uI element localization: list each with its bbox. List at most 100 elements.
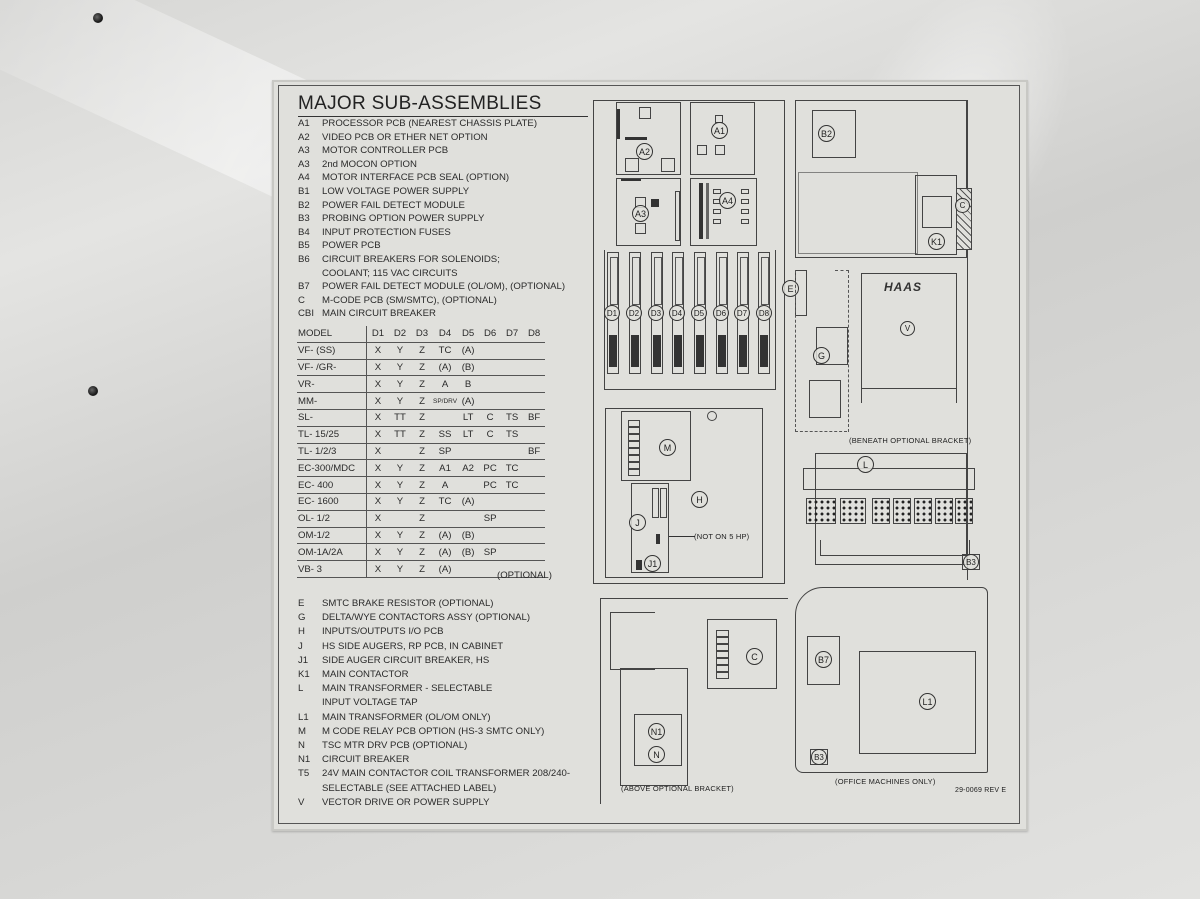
circuit-breaker-block (840, 498, 866, 524)
label-j: J (629, 514, 646, 531)
pcb-a4 (690, 178, 757, 246)
legend-code: K1 (298, 669, 310, 681)
legend-item-continuation: ..COOLANT; 115 VAC CIRCUITS (298, 267, 565, 281)
drive-assignment-cell: Y (389, 527, 411, 545)
drive-assignment-cell: A (433, 375, 458, 394)
drive-assignment-cell: TT (389, 409, 411, 427)
model-name-cell: OL- 1/2 (297, 510, 367, 528)
label-a1: A1 (711, 122, 728, 139)
label-g: G (813, 347, 830, 364)
bottom-left-frame (600, 598, 788, 804)
legend-item: B1 LOW VOLTAGE POWER SUPPLY (298, 185, 565, 199)
legend-code: B1 (298, 185, 310, 197)
legend-code: J1 (298, 654, 309, 666)
legend-code: L (298, 683, 304, 695)
model-name-cell: EC-300/MDC (297, 459, 367, 478)
legend-text: LOW VOLTAGE POWER SUPPLY (322, 185, 470, 197)
legend-code: CBI (298, 308, 314, 320)
transformer-top-bar (803, 468, 975, 490)
drive-assignment-cell: X (366, 543, 389, 562)
label-d7: D7 (734, 305, 750, 321)
caption-above-optional-bracket: (ABOVE OPTIONAL BRACKET) (621, 784, 734, 793)
column-header-model: MODEL (297, 326, 367, 343)
legend-text: INPUT PROTECTION FUSES (322, 226, 451, 238)
drive-assignment-cell: A1 (433, 459, 458, 478)
drive-assignment-cell (479, 342, 502, 360)
caption-not-on-5hp: (NOT ON 5 HP) (694, 532, 750, 541)
legend-text: SELECTABLE (SEE ATTACHED LABEL) (322, 782, 497, 794)
model-name-cell: VF- /GR- (297, 359, 367, 377)
module-b2 (812, 110, 856, 158)
legend-code: A3 (298, 158, 310, 170)
drive-assignment-cell: Y (389, 560, 411, 578)
drive-assignment-cell (523, 375, 546, 394)
label-a3: A3 (632, 205, 649, 222)
drive-assignment-cell: Z (411, 459, 433, 478)
drive-assignment-cell: BF (523, 409, 546, 427)
drive-assignment-cell (523, 359, 546, 377)
label-n1: N1 (648, 723, 665, 740)
drive-assignment-cell: Z (411, 527, 433, 545)
drive-assignment-cell: Y (389, 476, 411, 494)
drive-assignment-cell (389, 510, 411, 528)
legend-text: M-CODE PCB (SM/SMTC), (OPTIONAL) (322, 294, 497, 306)
drive-assignment-cell (523, 426, 546, 444)
tsc-bracket (620, 668, 688, 786)
label-a4: A4 (719, 192, 736, 209)
drive-assignment-cell: X (366, 493, 389, 511)
model-name-cell: EC- 400 (297, 476, 367, 494)
drive-assignment-cell: Y (389, 459, 411, 478)
legend-text: POWER FAIL DETECT MODULE (OL/OM), (OPTIO… (322, 281, 566, 293)
power-fail-module-b7 (807, 636, 840, 685)
drive-assignment-cell (479, 392, 502, 410)
part-number: 29-0069 REV E (955, 787, 1007, 794)
drive-assignment-cell: (A) (457, 342, 480, 360)
optional-bracket-outline (795, 270, 847, 432)
drive-assignment-cell: SP (479, 510, 502, 528)
circuit-breaker-1 (872, 498, 890, 524)
drive-assignment-cell: Y (389, 392, 411, 410)
drive-assignment-cell: Y (389, 543, 411, 562)
drive-assignment-cell (501, 543, 524, 562)
pcb-a2 (616, 102, 681, 175)
model-name-cell: SL- (297, 409, 367, 427)
mcode-pcb-c (707, 619, 777, 689)
drive-assignment-cell: Z (411, 409, 433, 427)
label-b3-bottom: B3 (811, 749, 827, 765)
drive-assignment-cell: Z (411, 426, 433, 444)
legend-item-continuation: ..INPUT VOLTAGE TAP (298, 696, 570, 710)
legend-text: 24V MAIN CONTACTOR COIL TRANSFORMER 208/… (322, 768, 571, 780)
label-h: H (691, 491, 708, 508)
column-header-d8: D8 (523, 326, 546, 343)
drive-assignment-cell: BF (523, 443, 546, 461)
drive-assignment-cell: Z (411, 476, 433, 494)
drive-assignment-cell: TC (501, 459, 524, 478)
drive-assignment-cell (479, 560, 502, 578)
drive-assignment-cell: LT (457, 409, 480, 427)
column-header-d7: D7 (501, 326, 524, 343)
drive-assignment-cell: X (366, 359, 389, 377)
drive-assignment-cell: Z (411, 510, 433, 528)
tsc-drive-box (634, 714, 682, 766)
drive-assignment-cell: SP (479, 543, 502, 562)
model-name-cell: OM-1/2 (297, 527, 367, 545)
drive-assignment-cell: Y (389, 493, 411, 511)
drive-assignment-cell: (A) (457, 392, 480, 410)
legend-code: J (298, 640, 303, 652)
drive-assignment-cell (523, 543, 546, 562)
drive-assignment-cell: X (366, 459, 389, 478)
